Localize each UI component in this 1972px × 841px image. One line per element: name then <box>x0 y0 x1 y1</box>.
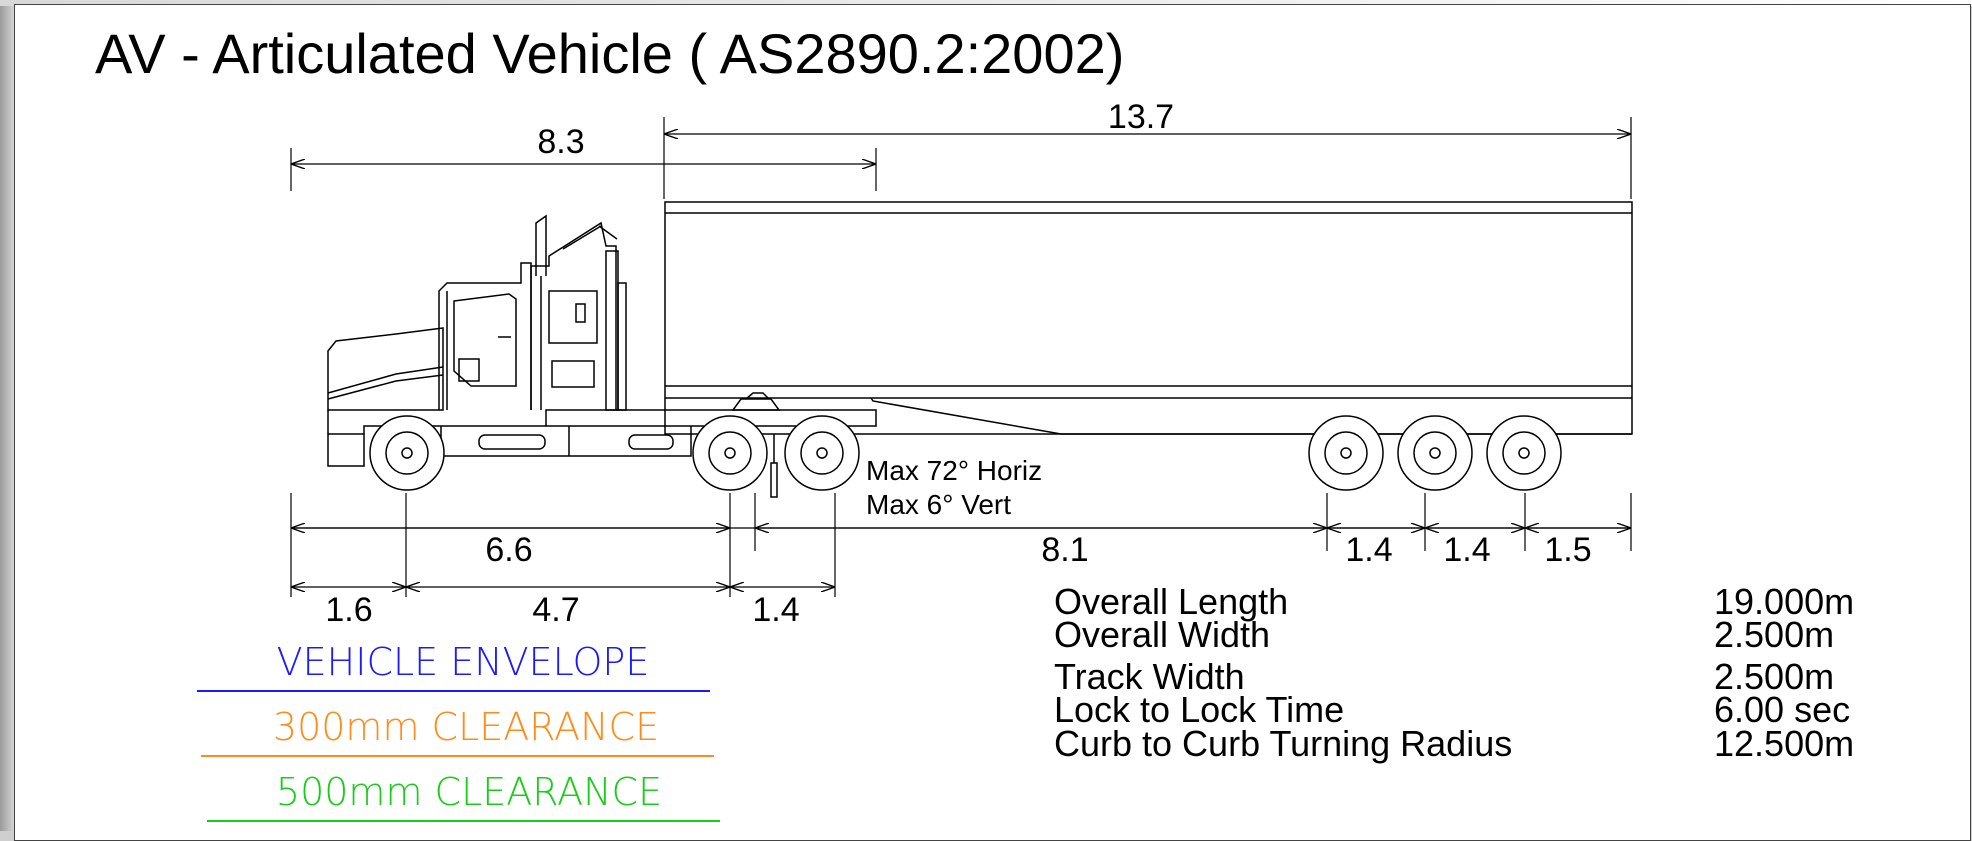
dimension-overall-top: 13.7 <box>663 98 1632 199</box>
dimension-front-to-kingpin-top: 8.3 <box>290 123 877 191</box>
spec-label-track-width: Track Width <box>1054 656 1245 697</box>
drawing-sheet: AV - Articulated Vehicle ( AS2890.2:2002… <box>14 4 1971 841</box>
spec-value-overall-length: 19.000m <box>1714 581 1854 622</box>
legend-label-500mm-clearance: 500mm CLEARANCE <box>276 770 662 814</box>
background-top <box>0 0 1972 6</box>
articulation-note-vertical: Max 6° Vert <box>866 489 1011 520</box>
tractor-steer-wheel <box>369 415 445 491</box>
spec-value-turning-radius: 12.500m <box>1714 723 1854 764</box>
dimension-label-1-4-c: 1.4 <box>752 591 799 629</box>
tractor-drive-wheel-2 <box>784 415 860 491</box>
spec-value-lock-to-lock-time: 6.00 sec <box>1714 689 1850 730</box>
dimension-label-1-4-a: 1.4 <box>1345 531 1392 569</box>
background-edge <box>0 0 16 831</box>
page-title: AV - Articulated Vehicle ( AS2890.2:2002… <box>95 22 1125 85</box>
spec-label-lock-to-lock-time: Lock to Lock Time <box>1054 689 1344 730</box>
legend: VEHICLE ENVELOPE 300mm CLEARANCE 500mm C… <box>197 640 720 822</box>
spec-label-turning-radius: Curb to Curb Turning Radius <box>1054 723 1512 764</box>
spec-label-overall-length: Overall Length <box>1054 581 1288 622</box>
spec-table: Overall Length 19.000m Overall Width 2.5… <box>1054 581 1854 764</box>
dimension-label-8-1: 8.1 <box>1041 531 1088 569</box>
legend-label-300mm-clearance: 300mm CLEARANCE <box>273 705 659 749</box>
dimension-row-lower: 1.6 4.7 1.4 <box>291 587 835 629</box>
spec-value-track-width: 2.500m <box>1714 656 1834 697</box>
articulation-note-horizontal: Max 72° Horiz <box>866 455 1042 486</box>
dimension-label-1-4-b: 1.4 <box>1443 531 1490 569</box>
dimension-row-upper: 6.6 8.1 1.4 1.4 1.5 <box>290 493 1632 597</box>
spec-value-overall-width: 2.500m <box>1714 614 1834 655</box>
dimension-label-1-5: 1.5 <box>1544 531 1591 569</box>
vehicle-drawing: 13.7 8.3 <box>197 98 1854 822</box>
dimension-label-13-7: 13.7 <box>1108 98 1174 136</box>
spec-label-overall-width: Overall Width <box>1054 614 1270 655</box>
dimension-label-1-6: 1.6 <box>325 591 372 629</box>
legend-label-vehicle-envelope: VEHICLE ENVELOPE <box>277 640 650 684</box>
trailer-wheel-1 <box>1308 415 1384 491</box>
trailer-wheel-3 <box>1486 415 1562 491</box>
trailer-wheel-2 <box>1397 415 1473 491</box>
dimension-label-6-6: 6.6 <box>485 531 532 569</box>
tractor-drive-wheel-1 <box>692 415 768 491</box>
dimension-label-4-7: 4.7 <box>532 591 579 629</box>
dimension-label-8-3: 8.3 <box>537 123 584 161</box>
tractor-unit <box>327 214 877 467</box>
